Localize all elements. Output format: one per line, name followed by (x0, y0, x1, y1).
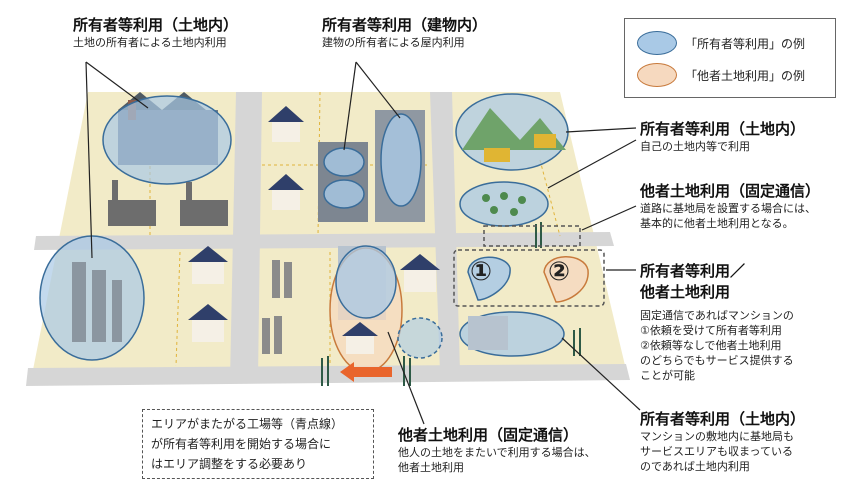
marker-two: ② (548, 257, 571, 287)
label-owner-building: 所有者等利用（建物内） 建物の所有者による屋内利用 (322, 14, 487, 50)
leader-lines (85, 61, 641, 425)
label-title: 所有者等利用（土地内） (640, 120, 806, 138)
factory-small-icon (108, 180, 228, 226)
label-desc: 建物の所有者による屋内利用 (322, 36, 465, 49)
note-line: はエリア調整をする必要あり (151, 457, 308, 471)
owner-area-field (459, 181, 549, 227)
label-title: 他者土地利用（固定通信） (398, 426, 579, 444)
label-desc-line: マンションの敷地内に基地局も (640, 430, 794, 443)
legend-swatch-owner (637, 31, 677, 55)
owner-area-factory-top (102, 95, 232, 185)
label-owner-land-top: 所有者等利用（土地内） 土地の所有者による土地内利用 (73, 14, 238, 50)
label-title: 所有者等利用（土地内） (640, 410, 806, 428)
marker-one: ① (470, 257, 493, 287)
house-icon (188, 246, 228, 342)
label-desc-line: サービスエリアも収まっている (640, 445, 794, 458)
label-owner-land-right: 所有者等利用（土地内） 自己の土地内等で利用 (640, 118, 805, 154)
owner-area-mansion (335, 245, 397, 319)
label-mixed: 所有者等利用／ 他者土地利用 固定通信であればマンションの ①依頼を受けて所有者… (640, 260, 794, 383)
house-icon (342, 254, 440, 354)
label-desc-line: ②依頼等なしで他者土地利用 (640, 339, 782, 352)
crane-icon (534, 134, 556, 148)
legend-label-owner: 「所有者等利用」の例 (685, 36, 806, 51)
mixed-area-box (453, 249, 605, 307)
label-desc: 土地の所有者による土地内利用 (73, 36, 227, 49)
label-desc-line: のどちらでもサービス提供する (640, 354, 794, 367)
label-title: 所有者等利用（建物内） (322, 16, 488, 34)
label-desc: 自己の土地内等で利用 (640, 140, 750, 153)
label-title-line: 他者土地利用 (640, 283, 731, 301)
label-desc-line: 他人の土地をまたいで利用する場合は、 (398, 446, 596, 459)
arrow-left-icon (340, 362, 392, 382)
legend: 「所有者等利用」の例 「他者土地利用」の例 (624, 18, 836, 98)
owner-area-building-indoor (323, 113, 422, 209)
legend-label-other: 「他者土地利用」の例 (685, 68, 806, 83)
house-icon (268, 106, 304, 210)
mansion-right-icon (468, 316, 508, 350)
dashed-overlap-area (397, 317, 443, 359)
note-line: が所有者等利用を開始する場合に (151, 437, 332, 451)
roads (26, 92, 630, 386)
label-desc-line: 他者土地利用 (398, 461, 464, 474)
label-desc-line: ①依頼を受けて所有者等利用 (640, 324, 782, 337)
label-other-fixed-bottom: 他者土地利用（固定通信） 他人の土地をまたいで利用する場合は、 他者土地利用 (398, 424, 596, 475)
legend-row-owner: 「所有者等利用」の例 (637, 29, 805, 57)
label-desc-line: 道路に基地局を設置する場合には、 (640, 202, 816, 215)
marker-area-two (543, 256, 589, 303)
label-desc-line: 基本的に他者土地利用となる。 (640, 217, 794, 230)
tower-icon (72, 262, 122, 342)
label-desc-line: のであれば土地内利用 (640, 460, 750, 473)
label-desc-line: 固定通信であればマンションの (640, 309, 794, 322)
marker-area-one (467, 256, 511, 301)
label-title: 他者土地利用（固定通信） (640, 182, 821, 200)
label-title: 所有者等利用（土地内） (73, 16, 239, 34)
label-owner-land-bottom: 所有者等利用（土地内） マンションの敷地内に基地局も サービスエリアも収まってい… (640, 408, 805, 474)
tower-small-icon (262, 260, 292, 354)
note-box: エリアがまたがる工場等（青点線） が所有者等利用を開始する場合に はエリア調整を… (142, 409, 374, 479)
field-icon (482, 192, 526, 216)
label-title-line: 所有者等利用／ (640, 262, 746, 280)
legend-row-other: 「他者土地利用」の例 (637, 61, 805, 89)
note-line: エリアがまたがる工場等（青点線） (151, 417, 344, 431)
legend-swatch-other (637, 63, 677, 87)
road-fixed-box (483, 225, 581, 247)
label-other-fixed-right: 他者土地利用（固定通信） 道路に基地局を設置する場合には、 基本的に他者土地利用… (640, 180, 820, 231)
label-desc-line: ことが可能 (640, 369, 695, 382)
bulldozer-icon (484, 148, 510, 162)
